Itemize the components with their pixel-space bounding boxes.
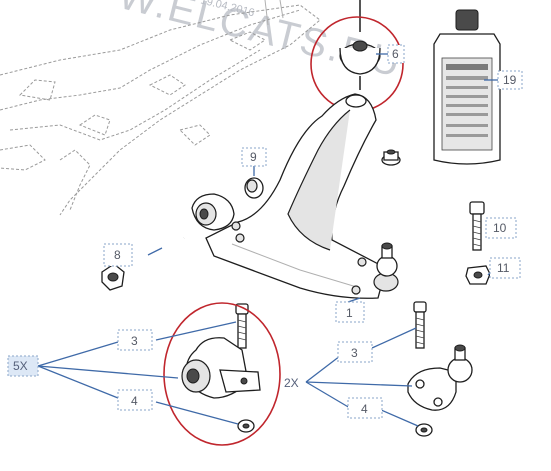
- callout-4-left: 4: [117, 389, 153, 411]
- multiplier-5x-text: 5X: [13, 359, 28, 373]
- callout-9-text: 9: [250, 150, 257, 164]
- callout-11-text: 11: [497, 261, 510, 275]
- ball-joint-assembly: [407, 301, 473, 437]
- callout-4-left-text: 4: [131, 394, 138, 408]
- callout-11: 11: [489, 257, 521, 279]
- nut-11: [465, 265, 491, 285]
- callout-19: 19: [497, 70, 523, 90]
- highlight-circle-bottom: [163, 302, 281, 446]
- multiplier-2x-text: 2X: [284, 376, 299, 390]
- callout-3-right: 3: [337, 341, 373, 363]
- callout-1-text: 1: [346, 306, 353, 320]
- callout-4-right-text: 4: [361, 402, 368, 416]
- callout-19-text: 19: [503, 73, 517, 87]
- callout-3-left: 3: [117, 329, 153, 351]
- leader-lines: [37, 53, 498, 427]
- rear-bush-assembly: [181, 303, 261, 433]
- multiplier-5x: 5X: [7, 355, 39, 377]
- nut-small: [381, 149, 401, 166]
- callout-10-text: 10: [493, 221, 507, 235]
- callout-3-left-text: 3: [131, 334, 138, 348]
- fluid-bottle-19: [433, 9, 501, 165]
- callout-10: 10: [485, 217, 517, 239]
- callout-6: 6: [387, 44, 405, 64]
- bush-9: [244, 177, 264, 199]
- control-arm-1: [191, 93, 399, 299]
- callout-1: 1: [335, 301, 365, 323]
- callout-3-right-text: 3: [351, 346, 358, 360]
- callout-9: 9: [241, 147, 267, 167]
- bush-6: [339, 0, 381, 90]
- multiplier-2x: 2X: [284, 376, 299, 390]
- subframe-ghost: [0, 0, 321, 216]
- bolt-10: [469, 201, 485, 251]
- callout-8-text: 8: [114, 248, 121, 262]
- callout-6-text: 6: [392, 47, 399, 61]
- callout-8: 8: [103, 243, 133, 267]
- callout-4-right: 4: [347, 397, 383, 419]
